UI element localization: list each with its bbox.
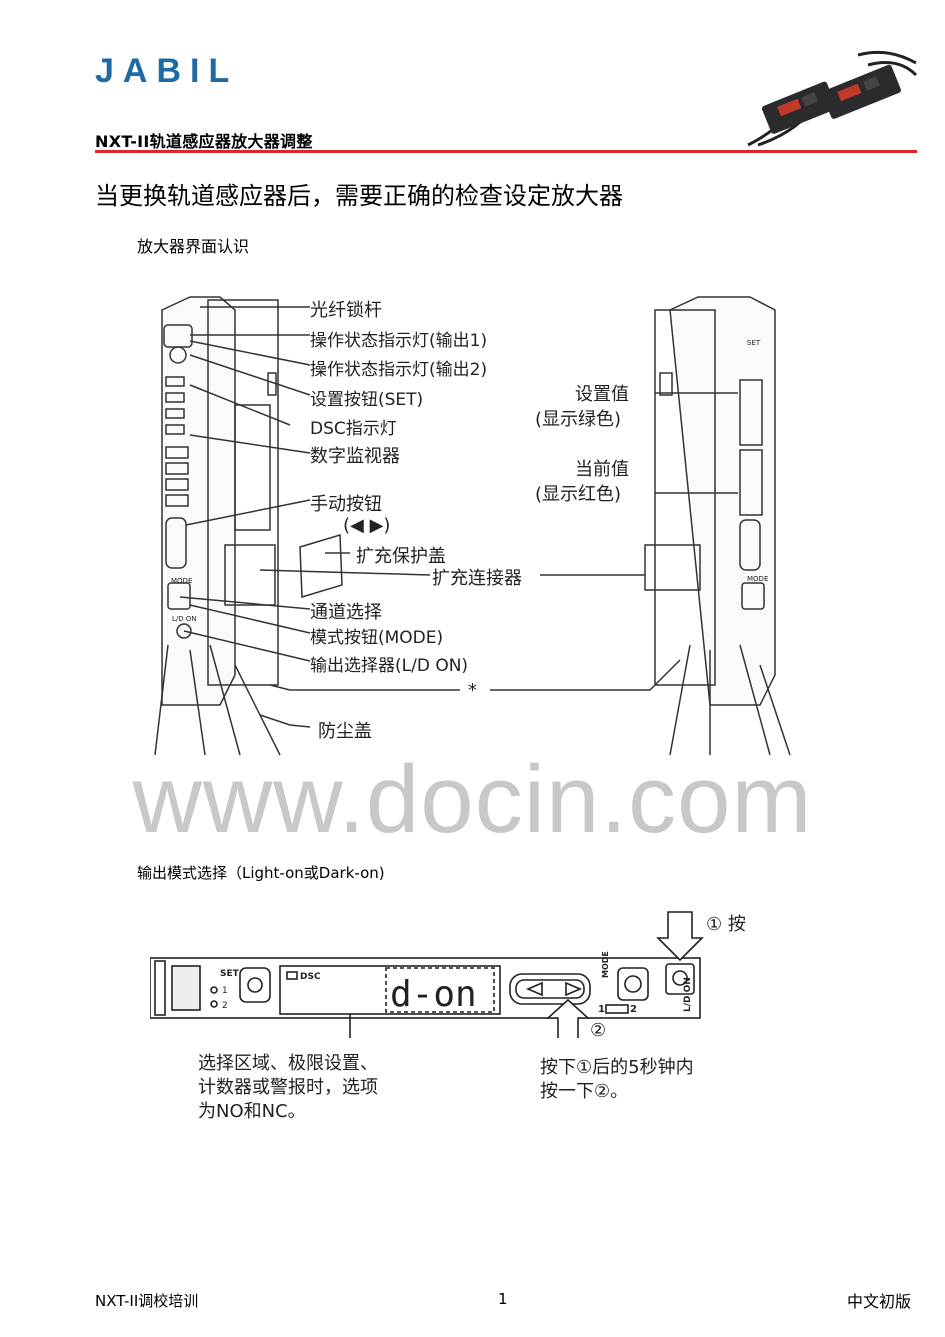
jabil-logo: JABIL	[95, 52, 285, 90]
note-right-line-1: 按下①后的5秒钟内	[540, 1057, 694, 1078]
page-number: 1	[498, 1290, 508, 1308]
note-left-line-1: 选择区域、极限设置、	[198, 1053, 378, 1074]
press-label: ① 按	[706, 914, 746, 935]
label-set-value-color: (显示绿色)	[535, 409, 622, 430]
header-title: NXT-II轨道感应器放大器调整	[95, 132, 313, 151]
note-left: 选择区域、极限设置、 计数器或警报时，选项 为NO和NC。	[198, 1052, 378, 1124]
label-dust-cover: 防尘盖	[318, 721, 372, 742]
footer-right: 中文初版	[847, 1292, 912, 1311]
switch-2-text: 2	[630, 1004, 637, 1015]
note-left-line-2: 计数器或警报时，选项	[198, 1077, 378, 1098]
label-fiber-lock: 光纤锁杆	[310, 300, 382, 321]
label-arrow-keys: (◀ ▶)	[343, 515, 391, 536]
mode-text: MODE	[601, 951, 610, 978]
label-expansion-connector: 扩充连接器	[432, 568, 522, 589]
label-manual-button: 手动按钮	[310, 494, 382, 515]
label-status-out2: 操作状态指示灯(输出2)	[310, 360, 488, 380]
label-output-selector: 输出选择器(L/D ON)	[310, 656, 469, 676]
label-expansion-cover: 扩充保护盖	[356, 546, 446, 567]
amplifier-diagram: MODE L/D ON SET MODE 光纤锁杆 操作状态指示灯(输出1) 操…	[150, 285, 800, 760]
label-current-value: 当前值	[575, 459, 629, 480]
page-heading: 当更换轨道感应器后，需要正确的检查设定放大器	[95, 182, 623, 210]
note-right: 按下①后的5秒钟内 按一下②。	[540, 1056, 694, 1104]
label-mode-button: 模式按钮(MODE)	[310, 628, 444, 648]
led1-text: 1	[222, 986, 228, 996]
watermark: www.docin.com	[132, 746, 813, 853]
label-channel-select: 通道选择	[310, 602, 382, 623]
circle-two: ②	[590, 1020, 606, 1038]
note-left-line-3: 为NO和NC。	[198, 1101, 306, 1122]
display-value: d-on	[390, 974, 477, 1015]
dsc-text: DSC	[300, 972, 321, 982]
logo-text: JABIL	[95, 52, 238, 88]
label-dsc-indicator: DSC指示灯	[310, 419, 397, 439]
led2-text: 2	[222, 1001, 228, 1011]
switch-1-text: 1	[598, 1004, 605, 1015]
ld-on-text: L/D ON	[683, 977, 693, 1012]
right-mode-text: MODE	[747, 575, 768, 583]
label-asterisk: *	[468, 680, 477, 701]
amplifier-product-image	[738, 45, 918, 148]
label-status-out1: 操作状态指示灯(输出1)	[310, 331, 488, 351]
output-mode-diagram: SET 1 2 DSC d-on MODE 1 2 L/D ON ① 按 ②	[149, 908, 770, 1043]
left-ld-on-text: L/D ON	[172, 615, 197, 623]
label-current-value-color: (显示红色)	[535, 484, 622, 505]
note-right-line-2: 按一下②。	[540, 1081, 629, 1102]
section2-title: 输出模式选择（Light-on或Dark-on)	[137, 864, 385, 882]
label-digital-monitor: 数字监视器	[310, 446, 400, 467]
right-set-text: SET	[747, 339, 761, 347]
label-set-button: 设置按钮(SET)	[310, 390, 424, 410]
set-text: SET	[220, 969, 240, 979]
footer-left: NXT-II调校培训	[95, 1292, 199, 1310]
section1-title: 放大器界面认识	[137, 237, 250, 256]
left-mode-text: MODE	[171, 577, 192, 585]
label-set-value: 设置值	[575, 384, 629, 405]
header-divider	[95, 150, 917, 153]
